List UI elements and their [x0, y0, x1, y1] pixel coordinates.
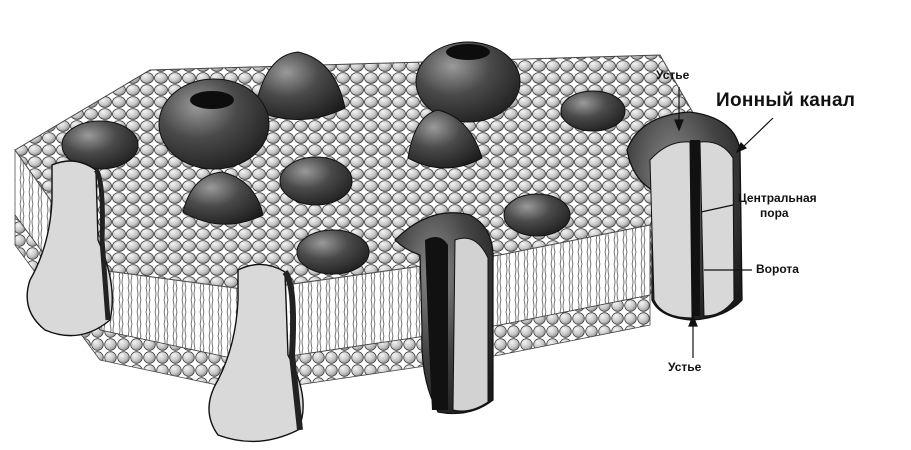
ion-channel-cut-wall	[650, 142, 692, 318]
pointer-ion-channel	[743, 118, 773, 147]
label-central-pore-line1: Центральная	[738, 191, 817, 206]
protein-blob	[561, 91, 625, 131]
ion-channel-cut-wall	[700, 142, 734, 316]
protein-pore-top	[416, 42, 520, 122]
label-central-pore-line2: пора	[738, 206, 817, 221]
protein-pore-large	[159, 79, 269, 169]
label-mouth-top: Устье	[656, 68, 689, 82]
label-gate: Ворота	[756, 262, 799, 276]
protein-blob	[297, 230, 369, 274]
protein-cone	[255, 52, 345, 120]
label-ion-channel: Ионный канал	[716, 90, 855, 112]
label-central-pore: Центральная пора	[738, 191, 817, 221]
protein-blob	[280, 157, 352, 205]
protein-blob	[504, 194, 570, 236]
label-mouth-bottom: Устье	[668, 360, 701, 374]
